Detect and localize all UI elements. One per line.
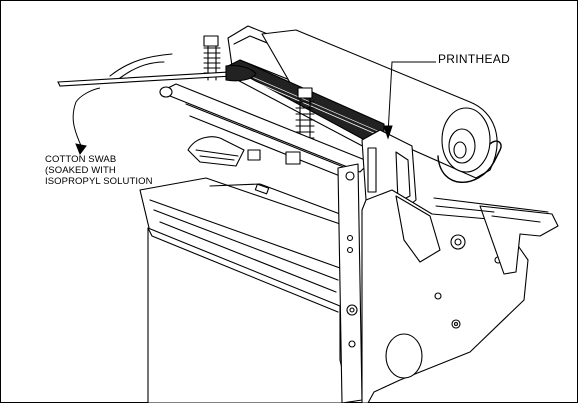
cotton-swab	[57, 64, 257, 87]
center-bracket	[337, 163, 363, 403]
ribbon-guide	[187, 136, 245, 167]
swab-label-line-3: ISOPROPYL SOLUTION	[45, 176, 153, 187]
swab-label-line-1: COTTON SWAB	[45, 154, 117, 165]
knob	[385, 333, 423, 379]
cotton-swab-label: COTTON SWAB (SOAKED WITH ISOPROPYL SOLUT…	[45, 154, 153, 187]
spring-left	[203, 35, 221, 81]
swab-label-line-2: (SOAKED WITH	[45, 165, 116, 176]
printhead-leader	[387, 61, 436, 135]
swab-leader	[72, 87, 101, 149]
printhead-label: PRINTHEAD	[438, 52, 511, 66]
release-lever	[437, 140, 502, 183]
